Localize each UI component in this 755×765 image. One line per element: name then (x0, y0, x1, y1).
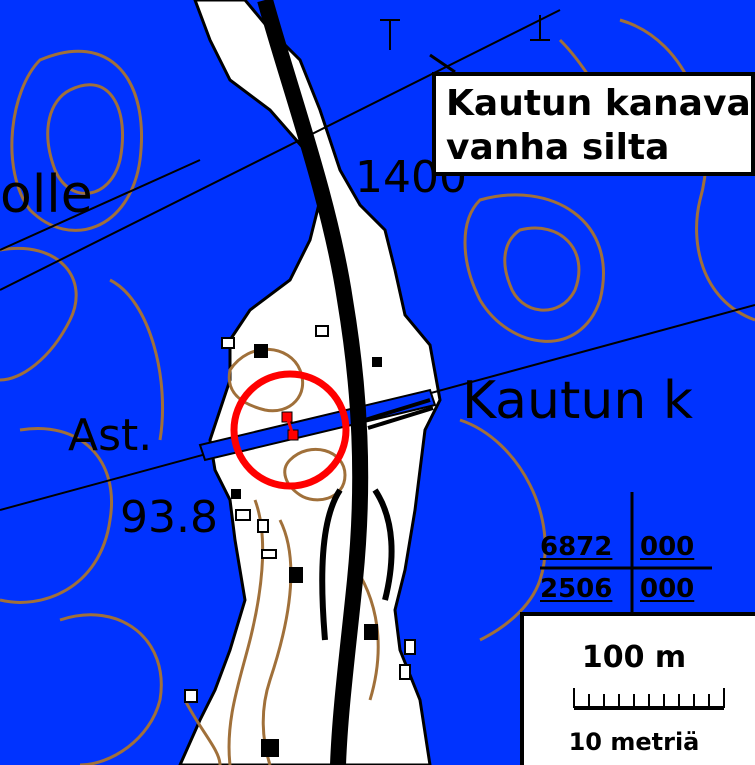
scale-sub-label: 10 metriä (568, 728, 700, 756)
location-marker-point (281, 411, 299, 441)
grid-east-km: 2506 (540, 574, 613, 604)
label-elevation: 93.8 (120, 492, 218, 543)
grid-east-m: 000 (640, 574, 695, 604)
callout-line-2: vanha silta (446, 127, 670, 168)
land-area (178, 0, 442, 765)
callout-box: Kautun kanavan vanha silta (432, 72, 755, 176)
scale-box: 100 m 10 metriä (520, 612, 755, 765)
label-ast: Ast. (68, 410, 152, 461)
label-place-left: olle (0, 165, 93, 225)
callout-line-1: Kautun kanavan (446, 83, 755, 124)
label-place-right: Kautun k (462, 371, 693, 431)
scale-bar (573, 688, 725, 710)
secondary-roads (319, 488, 395, 641)
scale-main-label: 100 m (581, 640, 687, 675)
grid-north-m: 000 (640, 532, 695, 562)
contour-lines (0, 18, 755, 765)
grid-cross (540, 492, 712, 612)
location-marker-circle[interactable] (230, 370, 350, 490)
callout-pointer (429, 53, 456, 74)
buildings (184, 325, 416, 757)
grid-north-km: 6872 (540, 532, 613, 562)
bridge-hatching (364, 398, 434, 430)
main-road (257, 0, 369, 765)
